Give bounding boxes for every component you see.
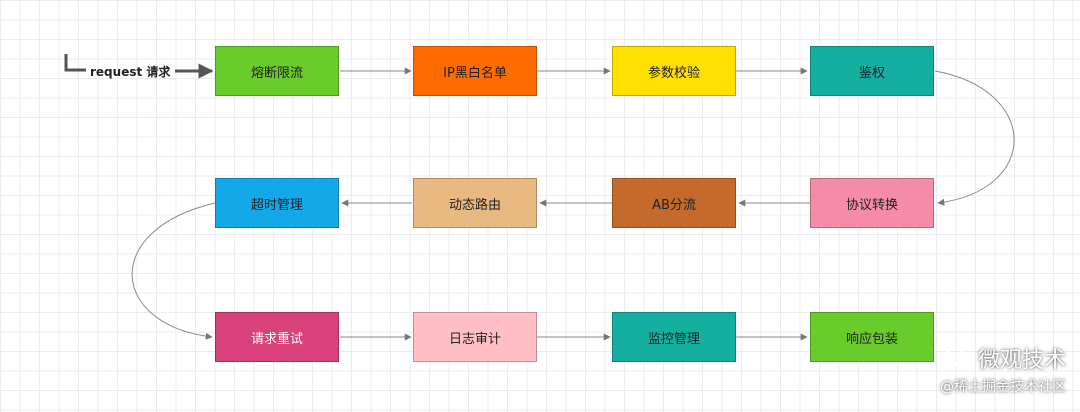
node-response-wrap: 响应包装 [810, 312, 934, 362]
node-audit-log: 日志审计 [413, 312, 537, 362]
node-label: 超时管理 [250, 197, 303, 213]
node-label: 响应包装 [845, 331, 898, 347]
watermark-subtitle: @稀土掘金技术社区 [940, 379, 1066, 395]
edge-n4-n5 [934, 70, 1015, 206]
node-retry: 请求重试 [215, 312, 339, 362]
node-label: IP黑白名单 [443, 65, 507, 81]
wechat-icon [945, 347, 971, 369]
watermark-title: 微观技术 [977, 348, 1066, 373]
node-label: 参数校验 [647, 65, 700, 81]
node-circuit-breaker: 熔断限流 [215, 46, 339, 96]
node-label: 熔断限流 [250, 65, 303, 81]
start-connector [64, 54, 86, 72]
node-param-validation: 参数校验 [612, 46, 736, 96]
node-timeout-mgmt: 超时管理 [215, 178, 339, 228]
request-label: request 请求 [90, 65, 171, 79]
node-label: AB分流 [652, 197, 696, 213]
edge-n8-n9 [131, 202, 216, 340]
watermark: 微观技术 @稀土掘金技术社区 [940, 342, 1066, 396]
node-dynamic-routing: 动态路由 [413, 178, 537, 228]
node-protocol-convert: 协议转换 [810, 178, 934, 228]
node-label: 监控管理 [647, 331, 700, 347]
node-ip-list: IP黑白名单 [413, 46, 537, 96]
node-label: 协议转换 [845, 197, 898, 213]
node-ab-split: AB分流 [612, 178, 736, 228]
node-label: 动态路由 [448, 197, 501, 213]
node-label: 日志审计 [448, 331, 501, 347]
node-label: 鉴权 [858, 65, 885, 81]
node-auth: 鉴权 [810, 46, 934, 96]
node-monitoring: 监控管理 [612, 312, 736, 362]
node-label: 请求重试 [250, 331, 303, 347]
